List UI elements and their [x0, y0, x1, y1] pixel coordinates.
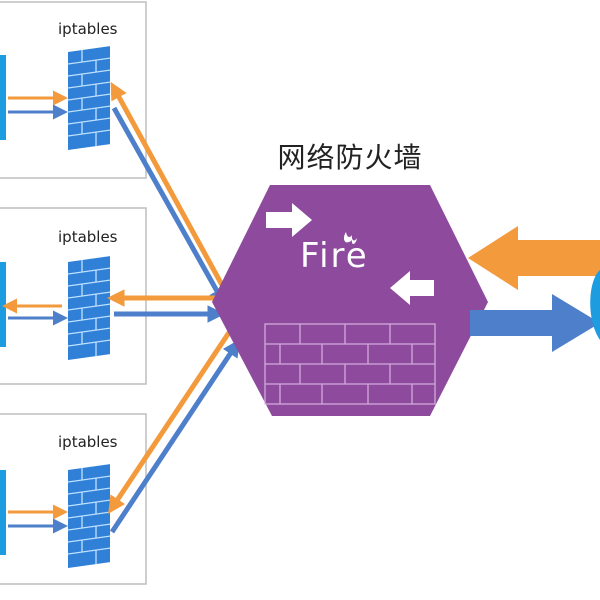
server-icon	[0, 55, 6, 140]
firewall-brick-pattern	[264, 323, 436, 405]
firewall-hexagon	[212, 185, 488, 416]
firewall-brick-icon	[68, 46, 110, 150]
host-label-1: iptables	[58, 20, 118, 38]
inbound-big-arrow	[468, 226, 600, 290]
host-label-2: iptables	[58, 228, 118, 246]
flow-fw-to-host1	[110, 81, 225, 287]
globe-icon	[590, 270, 600, 340]
flow-host3-to-fw	[109, 339, 240, 534]
firewall-title: 网络防火墙	[277, 141, 423, 174]
firewall-brick-icon	[68, 256, 110, 360]
firewall-brick-icon	[68, 464, 110, 568]
server-icon	[0, 262, 6, 347]
arrow-right-icon	[266, 203, 312, 237]
server-icon	[0, 470, 6, 555]
host-label-3: iptables	[58, 433, 118, 451]
outbound-big-arrow	[470, 294, 600, 352]
flow-host1-to-fw	[111, 106, 226, 307]
flame-icon	[343, 232, 357, 244]
arrow-left-icon	[390, 271, 434, 305]
flow-fw-to-host3	[108, 326, 235, 514]
fire-logo-text: Fire	[300, 236, 369, 276]
